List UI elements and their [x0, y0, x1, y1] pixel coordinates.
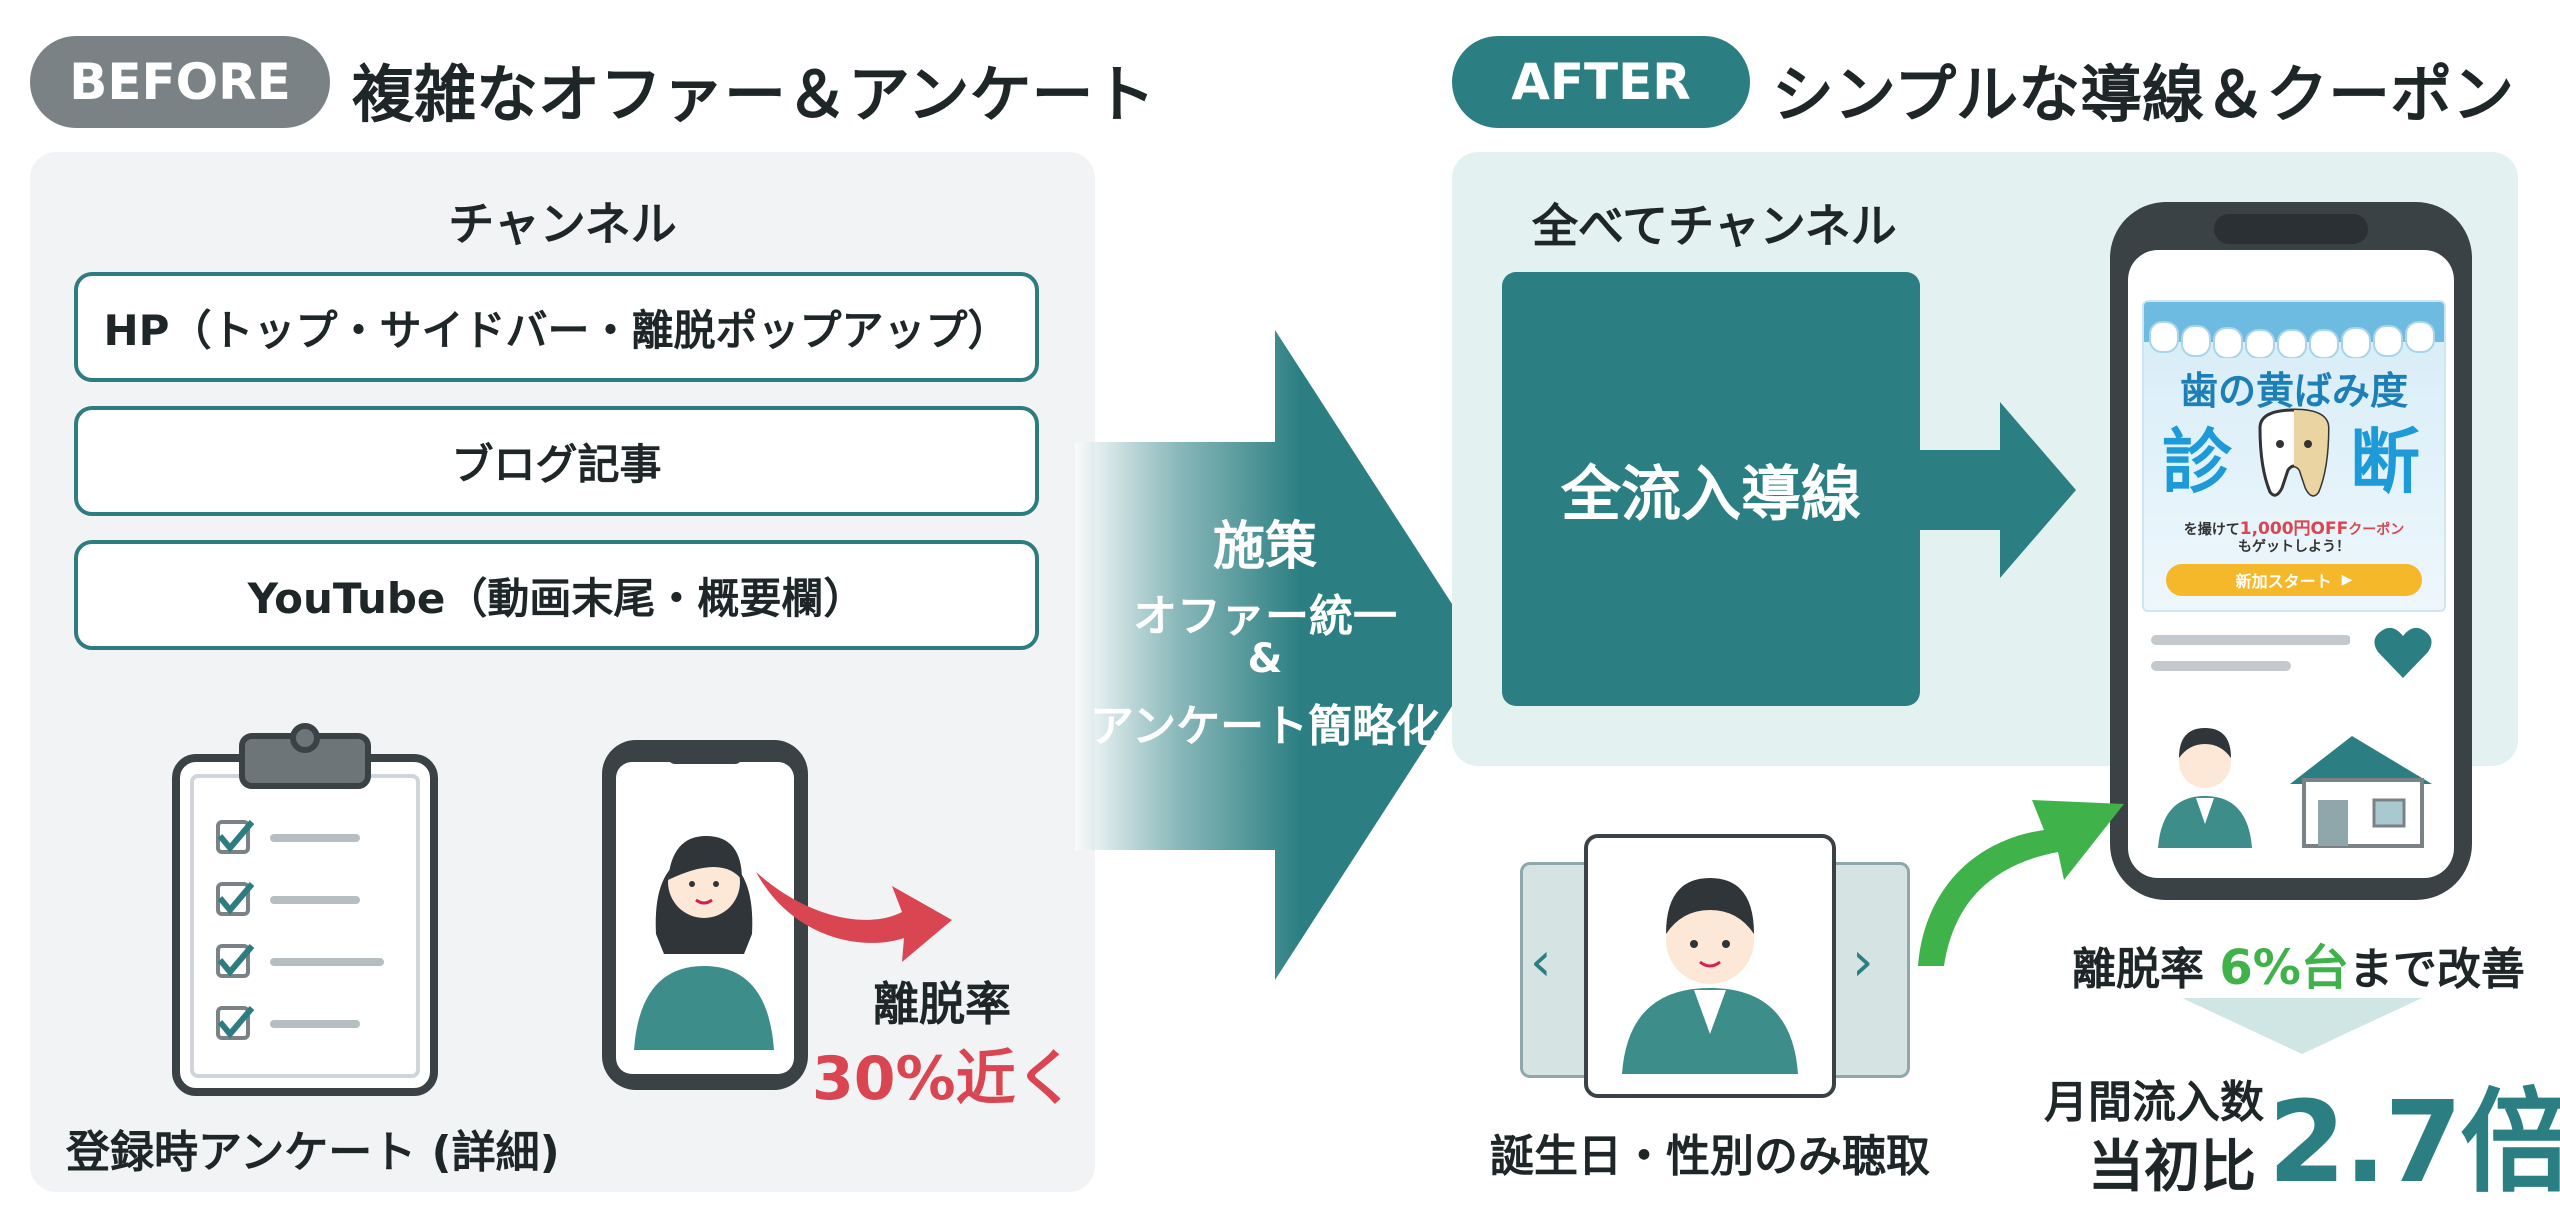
banner-sub3: もゲットしよう！ [2238, 539, 2350, 555]
house-icon [2290, 736, 2432, 848]
carousel-prev-icon[interactable]: ‹ [1530, 930, 1552, 993]
survey-label: 登録時アンケート (詳細) [66, 1127, 560, 1178]
bounce-label: 離脱率 [873, 977, 1011, 1031]
hearing-label: 誕生日・性別のみ聴取 [1490, 1131, 1930, 1182]
man-avatar-icon [2158, 728, 2252, 848]
channel-label-hp: HP（トップ・サイドバー・離脱ポップアップ） [103, 305, 1010, 355]
measures-line3: アンケート簡略化 [1089, 701, 1441, 752]
growth-label-1: 月間流入数 [2044, 1077, 2264, 1128]
growth-label-2: 当初比 [2088, 1135, 2256, 1200]
diagnosis-banner: 歯の黄ばみ度 診 断 を撮けて1,000円OFFクーポン もゲットしよう！ 新加… [2142, 300, 2446, 612]
after-pill: AFTER [1452, 36, 1750, 128]
channel-box-blog: ブログ記事 [74, 406, 1039, 516]
before-pill-label: BEFORE [69, 53, 291, 111]
banner-big-right: 断 [2350, 421, 2420, 503]
channel-box-hp: HP（トップ・サイドバー・離脱ポップアップ） [74, 272, 1039, 382]
teeth-decoration-icon [2144, 302, 2444, 358]
banner-sub-line: を撮けて1,000円OFFクーポン [2144, 514, 2444, 539]
growth-value: 2.7倍 [2268, 1078, 2560, 1208]
measures-line2: & [1247, 636, 1283, 682]
banner-sub2: クーポン [2348, 522, 2405, 538]
profile-man-icon [1622, 878, 1798, 1074]
inflow-box: 全流入導線 [1502, 272, 1920, 706]
improve-highlight: 6%台 [2219, 940, 2349, 996]
improvement-arrow [1918, 800, 2124, 966]
content-placeholder-lines [2151, 635, 2350, 671]
clipboard-checklist-icon [172, 723, 438, 1096]
before-channels-title: チャンネル [448, 197, 677, 251]
measures-title: 施策 [1212, 517, 1317, 577]
banner-cta-button[interactable]: 新加スタート ▶ [2166, 564, 2422, 596]
heart-icon[interactable] [2372, 624, 2434, 682]
before-pill: BEFORE [30, 36, 330, 128]
banner-cta-label: 新加スタート [2235, 572, 2332, 591]
channel-label-blog: ブログ記事 [451, 439, 662, 489]
after-channels-title: 全べてチャンネル [1532, 199, 1897, 253]
play-triangle-icon: ▶ [2341, 572, 2353, 588]
measures-line1: オファー統一 [1133, 591, 1397, 642]
bounce-value: 30%近く [812, 1044, 1076, 1114]
inflow-arrow [1916, 402, 2076, 578]
banner-sub-highlight: 1,000円OFF [2239, 519, 2349, 539]
carousel-next-icon[interactable]: › [1852, 930, 1874, 993]
after-heading: シンプルな導線＆クーポン [1772, 58, 2515, 131]
before-heading: 複雑なオファー＆アンケート [352, 58, 1156, 131]
inflow-box-label: 全流入導線 [1561, 459, 1861, 530]
banner-line1: 歯の黄ばみ度 [2179, 369, 2408, 413]
improve-line: 離脱率 6%台まで改善 [2072, 928, 2525, 998]
bounce-arrow-icon [756, 872, 952, 962]
carousel-card-center [1584, 834, 1836, 1098]
channel-box-youtube: YouTube（動画末尾・概要欄） [74, 540, 1039, 650]
channel-label-youtube: YouTube（動画末尾・概要欄） [247, 573, 866, 623]
banner-sub1: を撮けて [2183, 522, 2240, 538]
after-pill-label: AFTER [1511, 53, 1691, 111]
banner-big-left: 診 [2162, 421, 2232, 503]
improve-prefix: 離脱率 [2072, 944, 2204, 995]
improve-suffix: まで改善 [2348, 944, 2525, 995]
tooth-character-icon [2258, 408, 2330, 497]
down-chevron-shape [2182, 998, 2422, 1054]
phone-woman-icon [602, 740, 808, 1090]
measures-arrow [1075, 330, 1485, 980]
